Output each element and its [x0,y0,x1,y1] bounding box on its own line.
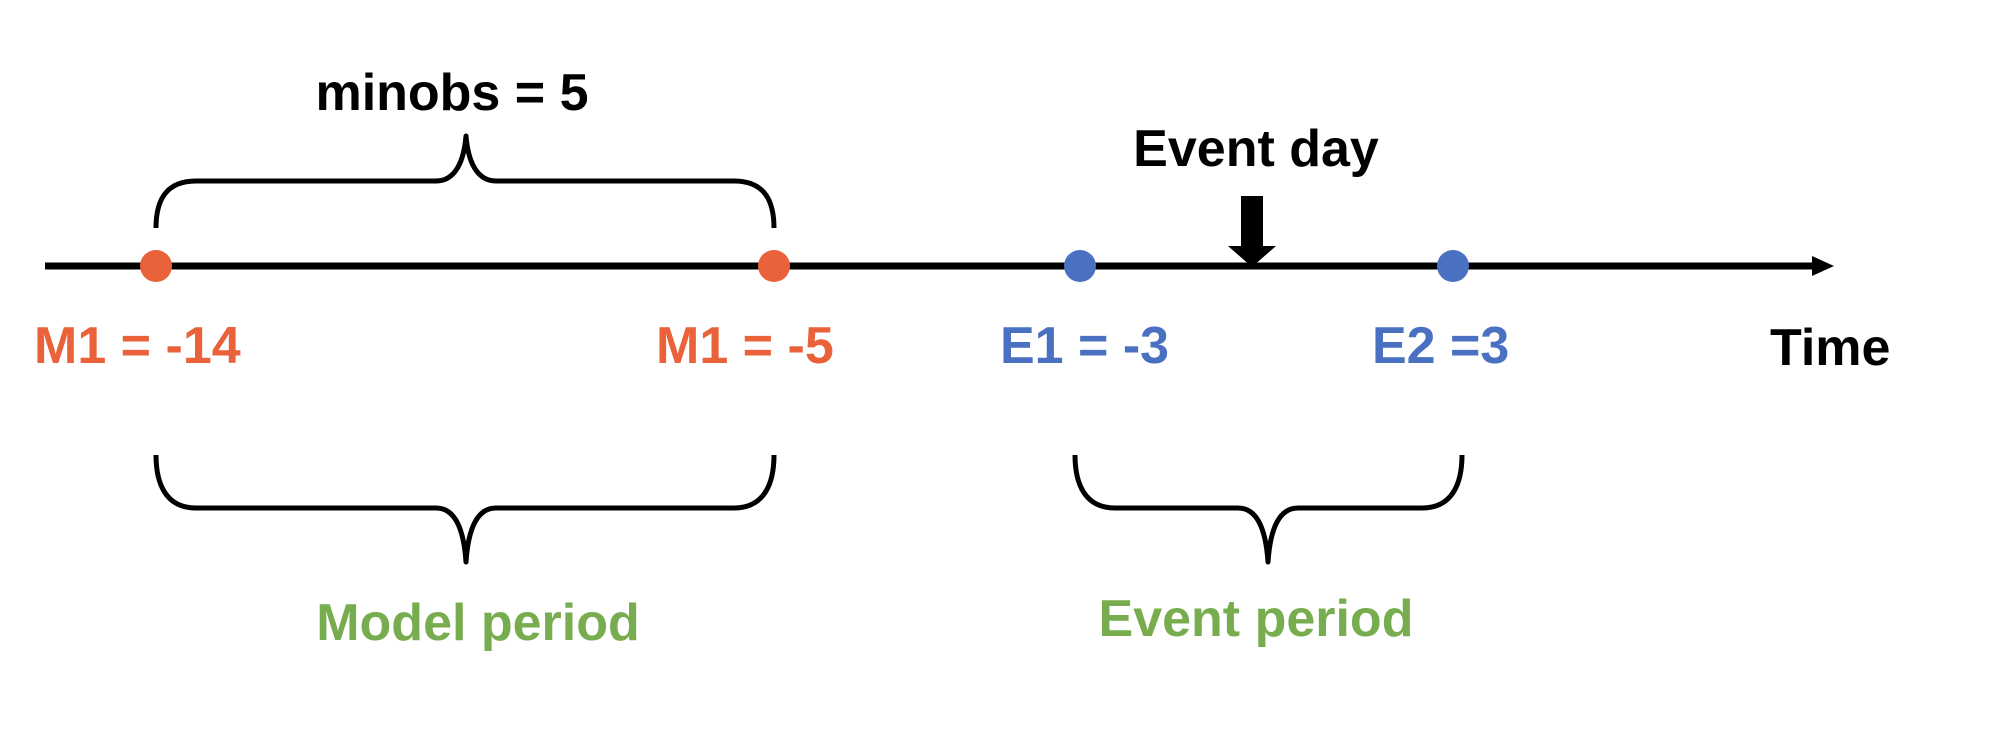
point-label-e1: E1 = -3 [1000,317,1169,375]
event-period-label: Event period [1099,590,1414,648]
point-label-e2: E2 =3 [1372,317,1509,375]
arrow-right-icon [1812,256,1834,276]
minobs-label: minobs = 5 [315,64,588,122]
event-day-label: Event day [1133,120,1379,178]
timeline-point-e2 [1437,250,1469,282]
time-axis [45,256,1834,276]
model-period-label: Model period [316,594,640,652]
time-axis-label: Time [1770,319,1890,377]
arrow-down-icon [1228,196,1276,267]
timeline-point-m1-start [140,250,172,282]
timeline-point-m1-end [758,250,790,282]
model-period-brace [153,454,777,565]
timeline-point-e1 [1064,250,1096,282]
point-label-m1-end: M1 = -5 [656,317,834,375]
event-period-brace [1072,454,1465,565]
minobs-brace [153,133,777,229]
point-label-m1-start: M1 = -14 [34,317,241,375]
timeline-points [140,250,1469,282]
